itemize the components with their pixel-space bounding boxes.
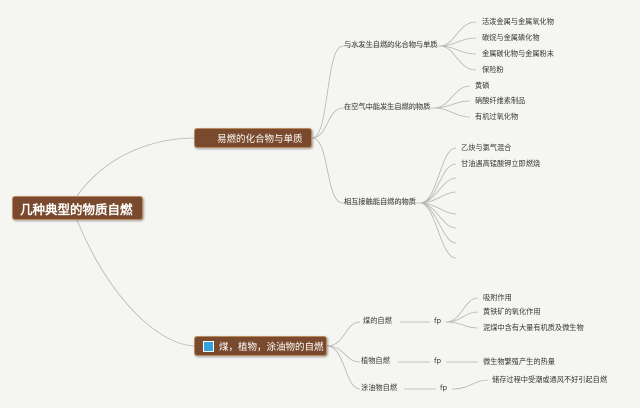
branch-node-compounds[interactable]: 易燃的化合物与单质 [194,128,312,148]
edge-coal-item3 [445,321,479,329]
leaf-item[interactable]: 活泼金属与金属氧化物 [482,17,554,26]
leaf-item[interactable]: 金属碳化物与金属粉末 [482,49,554,58]
leaf-item[interactable]: 微生物繁殖产生的热量 [483,357,555,366]
branch-label: 煤，植物，涂油物的自燃 [219,342,324,353]
group-air-ignition[interactable]: 在空气中能发生自燃的物质 [344,102,431,111]
group-water-reactive[interactable]: 与水发生自燃的化合物与单质 [344,40,438,49]
group-plant[interactable]: 植物自燃 [361,356,390,365]
branch-label: 易燃的化合物与单质 [217,134,303,145]
edge-g3-blank1 [419,177,457,204]
root-node[interactable]: 几种典型的物质自燃 [12,196,143,220]
leaf-item[interactable]: 泥煤中含有大量有机质及微生物 [483,323,584,332]
edge-g3-blank4 [419,202,457,229]
edge-oil-item1 [451,379,489,390]
edge-branch2-group1 [326,321,361,347]
edge-g2-item3 [433,107,471,118]
edge-coal-item1 [445,297,479,323]
group-contact-ignition[interactable]: 相互接触能自燃的物质 [344,197,416,206]
leaf-item[interactable]: 黄铁矿的氧化作用 [483,307,541,316]
edge-branch1-group1 [311,45,344,139]
edge-g2-item1 [433,85,471,109]
edge-g3-blank5 [419,202,457,244]
edge-g1-item1 [439,21,477,47]
leaf-item[interactable]: 储存过程中受潮或通风不好引起自燃 [492,375,608,384]
edge-coal-item2 [445,311,479,323]
leaf-item[interactable]: 乙炔与氯气混合 [461,143,512,152]
connector-label: fp [440,383,448,392]
connector-label: fp [434,316,442,325]
edge-branch2-group3 [326,345,361,390]
branch-node-coal-plants-oil[interactable]: 煤，植物，涂油物的自燃 [194,336,327,356]
edge-g3-blank2 [419,191,457,204]
leaf-item[interactable]: 吸附作用 [483,293,512,302]
edge-g3-blank6 [419,202,457,259]
edge-root-branch2 [76,219,197,347]
blue-square-flag-icon [203,340,214,352]
edge-branch1-group2 [311,107,344,139]
leaf-item[interactable]: 甘油遇高锰酸钾立即燃烧 [461,159,541,168]
connector-label: fp [434,356,442,365]
leaf-item[interactable]: 黄磷 [475,81,490,90]
edge-g1-item4 [439,45,477,71]
leaf-item[interactable]: 有机过氧化物 [475,112,519,121]
edge-branch2-group2 [326,345,361,363]
edge-branch1-group3 [311,137,344,204]
group-oil[interactable]: 涂油物自燃 [361,383,397,392]
edge-root-branch1 [76,137,197,197]
edge-g2-item2 [433,100,471,109]
edge-g3-item1 [419,147,457,204]
leaf-item[interactable]: 碳烷与金属磷化物 [482,33,540,42]
edge-g3-item2 [419,163,457,204]
root-label: 几种典型的物质自燃 [20,201,133,217]
group-coal[interactable]: 煤的自燃 [363,316,392,325]
leaf-item[interactable]: 硝酸纤维素制品 [475,96,526,105]
edge-g1-item2 [439,37,477,47]
leaf-item[interactable]: 保险粉 [482,65,504,74]
